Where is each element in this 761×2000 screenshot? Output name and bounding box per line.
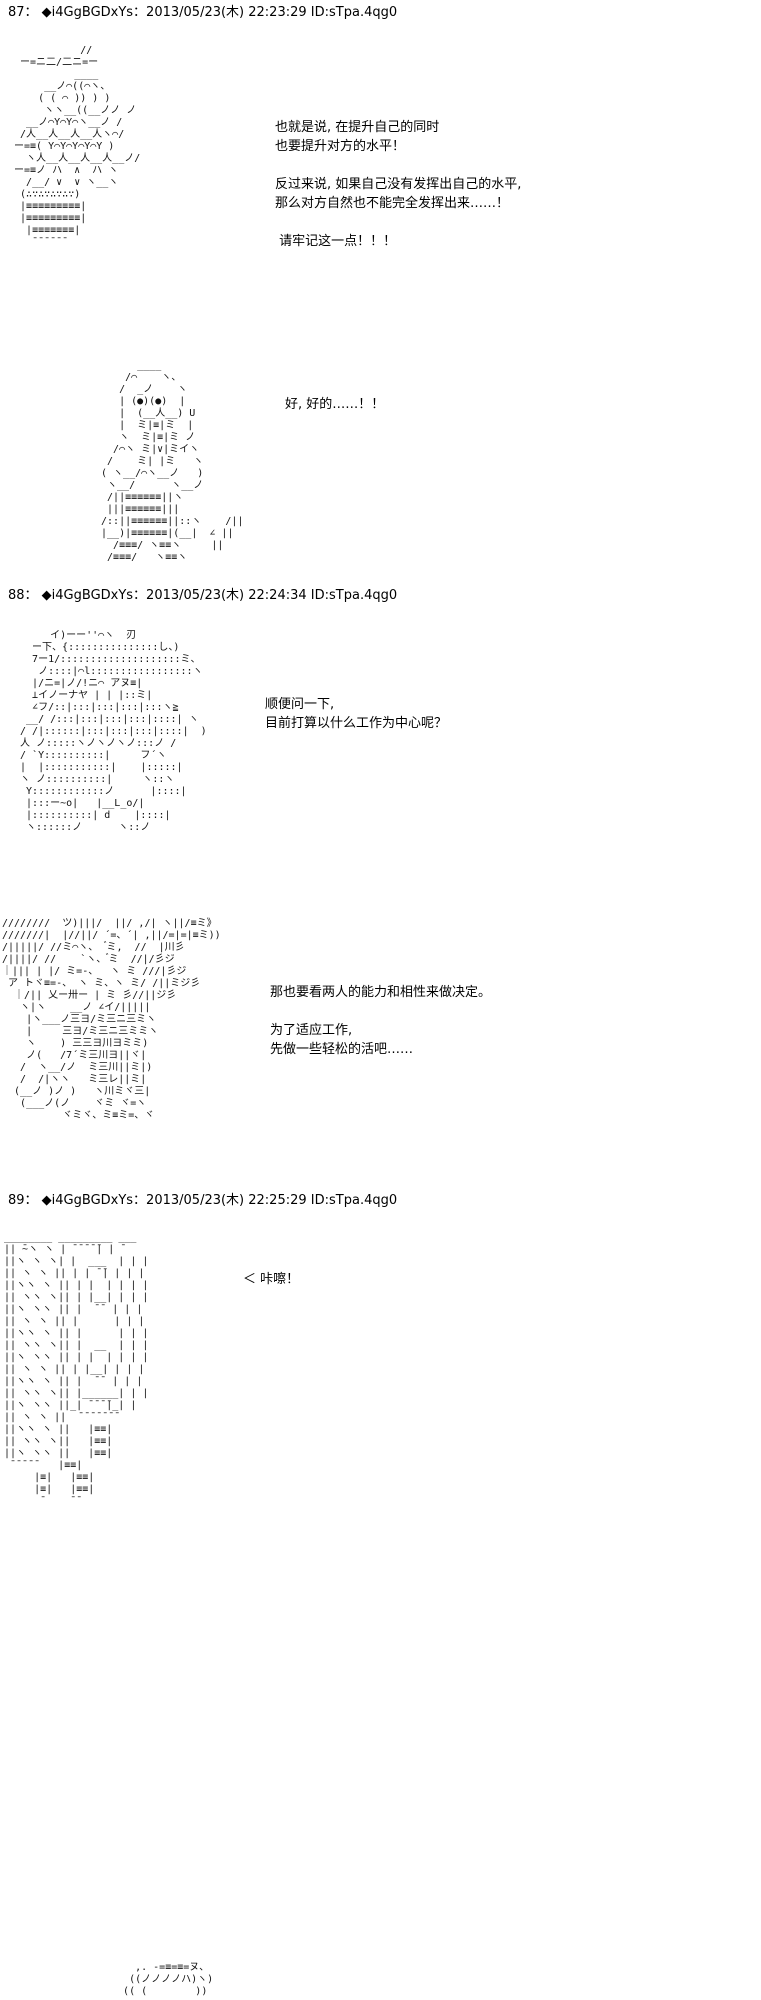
ascii-art-89-1: ________ _________ ___ || ̄~ヽ ヽ | ̄ ̄ ̄ … <box>4 1232 149 1507</box>
dialogue-88-1: 顺便问一下, 目前打算以什么工作为中心呢？ <box>265 697 448 731</box>
post-header-87: 87： ◆i4GgBGDxYs：2013/05/23(木) 22:23:29 I… <box>8 5 398 20</box>
post-header-89: 89： ◆i4GgBGDxYs：2013/05/23(木) 22:25:29 I… <box>8 1193 398 1208</box>
ascii-art-87-1: // ー=ニ二/二ニ=ー ____ __ノ⌒((⌒ヽ、 ( ( ⌒ )) ) )… <box>14 45 141 248</box>
post-header-88: 88： ◆i4GgBGDxYs：2013/05/23(木) 22:24:34 I… <box>8 588 398 603</box>
ascii-art-87-2: ____ /⌒ ヽ、 / _ノ ヽ | (●)(●) | | (__人__) U… <box>101 360 244 563</box>
ascii-art-88-1: イ)ーー''⌒ヽ 刃 ー下、{:::::::::::::::し、) 7ー1/::… <box>20 630 207 833</box>
dialogue-88-2: 那也要看两人的能力和相性来做决定。 为了适应工作, 先做一些轻松的活吧…… <box>270 985 492 1057</box>
ascii-art-next-partial: ,. -=≡=≡=ヌ、 ((ノノノノハ)ヽ) (( ( )) <box>123 1962 214 1997</box>
dialogue-87-2: 好, 好的……！！ <box>285 397 385 412</box>
ascii-art-88-2: //////// ツ)|||/ ||/ ,/| ヽ||/≡ミ》 ///////|… <box>2 918 221 1121</box>
dialogue-87-1: 也就是说, 在提升自己的同时 也要提升对方的水平！ 反过来说, 如果自己没有发挥… <box>275 120 522 249</box>
dialogue-89-1: ＜ 咔嚓！ <box>243 1272 300 1287</box>
